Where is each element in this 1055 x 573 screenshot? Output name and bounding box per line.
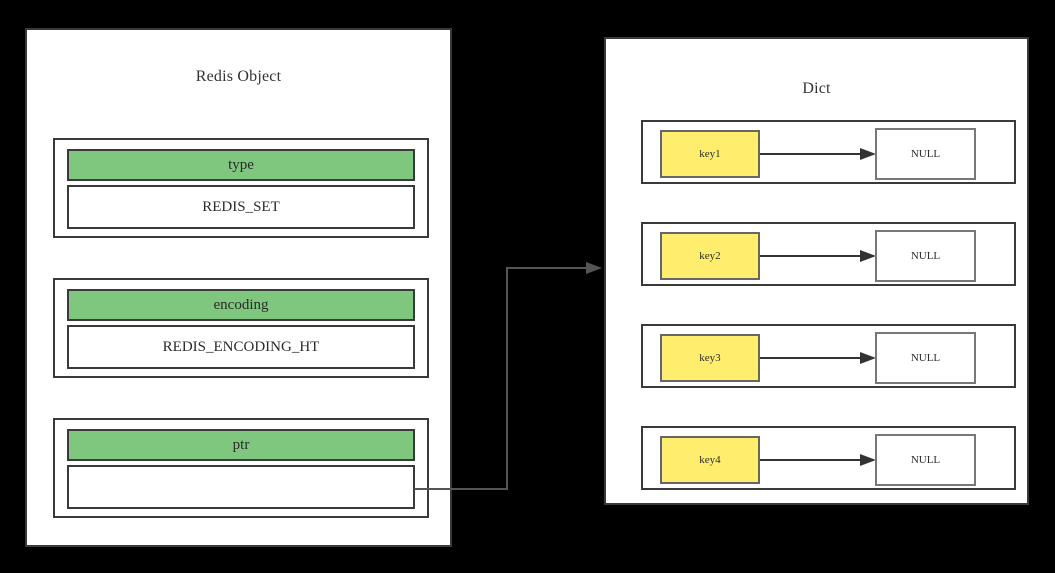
field-group-ptr: ptr <box>53 418 429 518</box>
dict-entry-row: key3 NULL <box>641 324 1016 388</box>
dict-panel: Dict key1 NULL key2 NULL key3 NULL <box>604 37 1029 505</box>
dict-value-box: NULL <box>875 128 976 180</box>
dict-entry-arrow-icon <box>760 148 876 160</box>
field-value-type: REDIS_SET <box>67 185 415 229</box>
dict-title: Dict <box>802 80 831 97</box>
dict-entry-arrow-icon <box>760 250 876 262</box>
field-group-type: type REDIS_SET <box>53 138 429 238</box>
dict-value-box: NULL <box>875 230 976 282</box>
dict-entry-row: key4 NULL <box>641 426 1016 490</box>
field-header-ptr: ptr <box>67 429 415 461</box>
field-header-encoding: encoding <box>67 289 415 321</box>
dict-key-box: key2 <box>660 232 760 280</box>
dict-entry-row: key1 NULL <box>641 120 1016 184</box>
dict-value-box: NULL <box>875 434 976 486</box>
dict-entry-arrow-icon <box>760 454 876 466</box>
dict-key-box: key3 <box>660 334 760 382</box>
field-value-ptr <box>67 465 415 509</box>
dict-key-box: key1 <box>660 130 760 178</box>
dict-value-box: NULL <box>875 332 976 384</box>
dict-entry-arrow-icon <box>760 352 876 364</box>
dict-entry-row: key2 NULL <box>641 222 1016 286</box>
dict-key-box: key4 <box>660 436 760 484</box>
field-value-encoding: REDIS_ENCODING_HT <box>67 325 415 369</box>
redis-object-panel: Redis Object type REDIS_SET encoding RED… <box>25 28 452 547</box>
field-group-encoding: encoding REDIS_ENCODING_HT <box>53 278 429 378</box>
field-header-type: type <box>67 149 415 181</box>
redis-object-title: Redis Object <box>195 68 282 85</box>
